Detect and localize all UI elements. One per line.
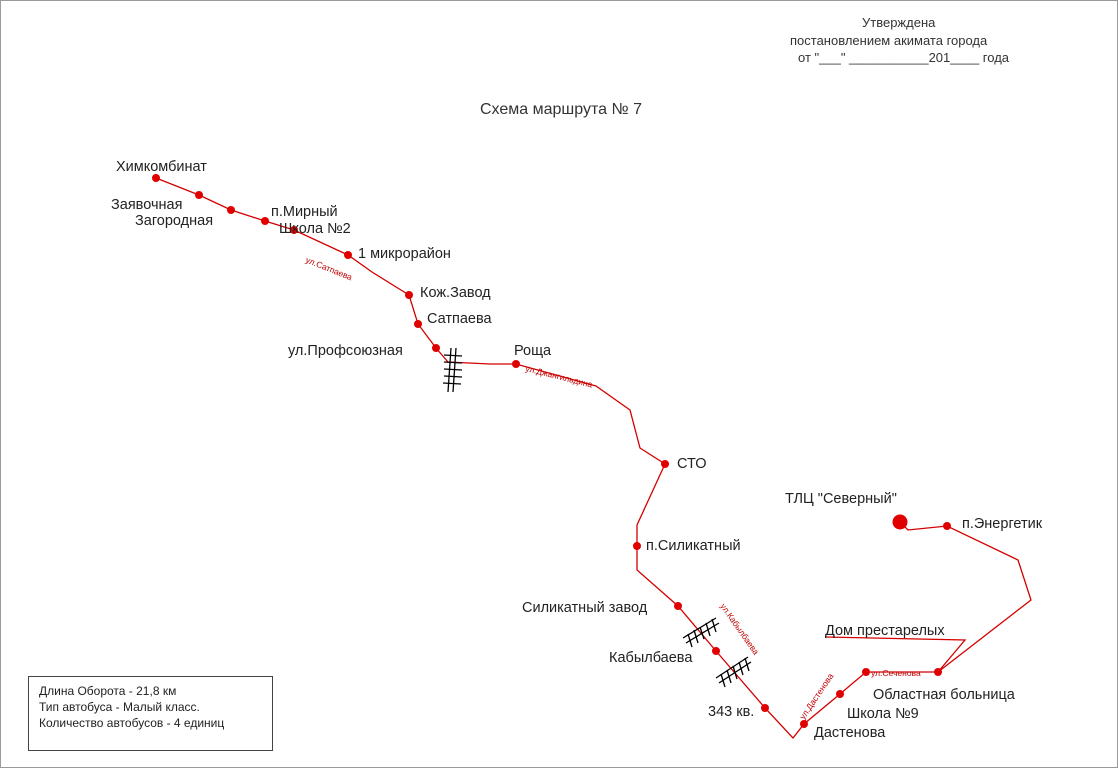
- stop-dot-kabylbaeva: [712, 647, 720, 655]
- stop-dot-zayavochnaya: [195, 191, 203, 199]
- railway-crossing-2: [682, 617, 720, 648]
- stop-dot-p-mirny: [261, 217, 269, 225]
- railway-crossing-3: [715, 656, 752, 688]
- stop-dot-khimkombinat: [152, 174, 160, 182]
- route-info-box: Длина Оборота - 21,8 км Тип автобуса - М…: [28, 676, 273, 751]
- stop-dot-roshcha: [512, 360, 520, 368]
- info-length: Длина Оборота - 21,8 км: [39, 684, 177, 698]
- stop-dot-shkola9: [836, 690, 844, 698]
- stop-dot-zagorodnaya: [227, 206, 235, 214]
- stop-dot-kozh-zavod: [405, 291, 413, 299]
- stop-label-shkola9: Школа №9: [847, 706, 919, 722]
- approval-line-3: от "___" ___________201____ года: [798, 50, 1010, 65]
- stop-dot-mikroraion1: [344, 251, 352, 259]
- info-bus-type: Тип автобуса - Малый класс.: [39, 700, 200, 714]
- stop-label-roshcha: Роща: [514, 343, 552, 359]
- stop-dot-p-silikatny: [633, 542, 641, 550]
- stop-label-silikatny-zavod: Силикатный завод: [522, 600, 648, 616]
- approval-line-1: Утверждена: [862, 15, 936, 30]
- stop-dot-dastenova: [800, 720, 808, 728]
- map-title: Схема маршрута № 7: [480, 101, 642, 118]
- stop-label-tlc-severny: ТЛЦ "Северный": [785, 491, 897, 507]
- stop-label-kv343: 343 кв.: [708, 704, 754, 720]
- street-label-dzhangildina: ул.Джангильдина: [525, 363, 594, 389]
- stop-label-profsoyuznaya: ул.Профсоюзная: [288, 343, 403, 359]
- street-label-satpaeva: ул.Сатпаева: [304, 255, 354, 283]
- stop-label-zayavochnaya: Заявочная: [111, 197, 182, 213]
- terminal-dot-tlc-severny: [892, 514, 908, 530]
- street-label-kabylbaeva: ул.Кабылбаева: [718, 601, 761, 656]
- stop-label-kabylbaeva: Кабылбаева: [609, 650, 693, 666]
- stop-label-p-silikatny: п.Силикатный: [646, 538, 741, 554]
- stop-dot-sto: [661, 460, 669, 468]
- stop-dot-satpaeva: [414, 320, 422, 328]
- stop-label-p-energetik: п.Энергетик: [962, 516, 1043, 532]
- stop-dot-kv343: [761, 704, 769, 712]
- stop-dot-silikatny-zavod: [674, 602, 682, 610]
- info-bus-count: Количество автобусов - 4 единиц: [39, 716, 225, 730]
- approval-line-2: постановлением акимата города: [790, 33, 988, 48]
- street-label-sechenova: ул.Сеченова: [871, 668, 921, 678]
- route-line: [155, 177, 1032, 739]
- stop-label-sto: СТО: [677, 456, 706, 472]
- railway-crossing-1: [442, 347, 463, 393]
- stop-label-zagorodnaya: Загородная: [135, 213, 213, 229]
- stop-dot-shkola2: [290, 226, 298, 234]
- landmark-dom-prestarelykh: Дом престарелых: [825, 623, 945, 639]
- stop-label-kozh-zavod: Кож.Завод: [420, 285, 491, 301]
- stop-dot-oblastnaya: [934, 668, 942, 676]
- stop-label-khimkombinat: Химкомбинат: [116, 159, 207, 175]
- stop-label-mikroraion1: 1 микрорайон: [358, 246, 451, 262]
- stop-label-p-mirny: п.Мирный: [271, 204, 338, 220]
- stop-dot-sechenova: [862, 668, 870, 676]
- stop-label-satpaeva: Сатпаева: [427, 311, 493, 327]
- stop-dot-profsoyuznaya: [432, 344, 440, 352]
- stop-label-oblastnaya: Областная больница: [873, 687, 1016, 703]
- stop-label-dastenova: Дастенова: [814, 725, 886, 741]
- stop-markers: [152, 174, 951, 728]
- stop-dot-p-energetik: [943, 522, 951, 530]
- stop-label-shkola2: Школа №2: [279, 221, 351, 237]
